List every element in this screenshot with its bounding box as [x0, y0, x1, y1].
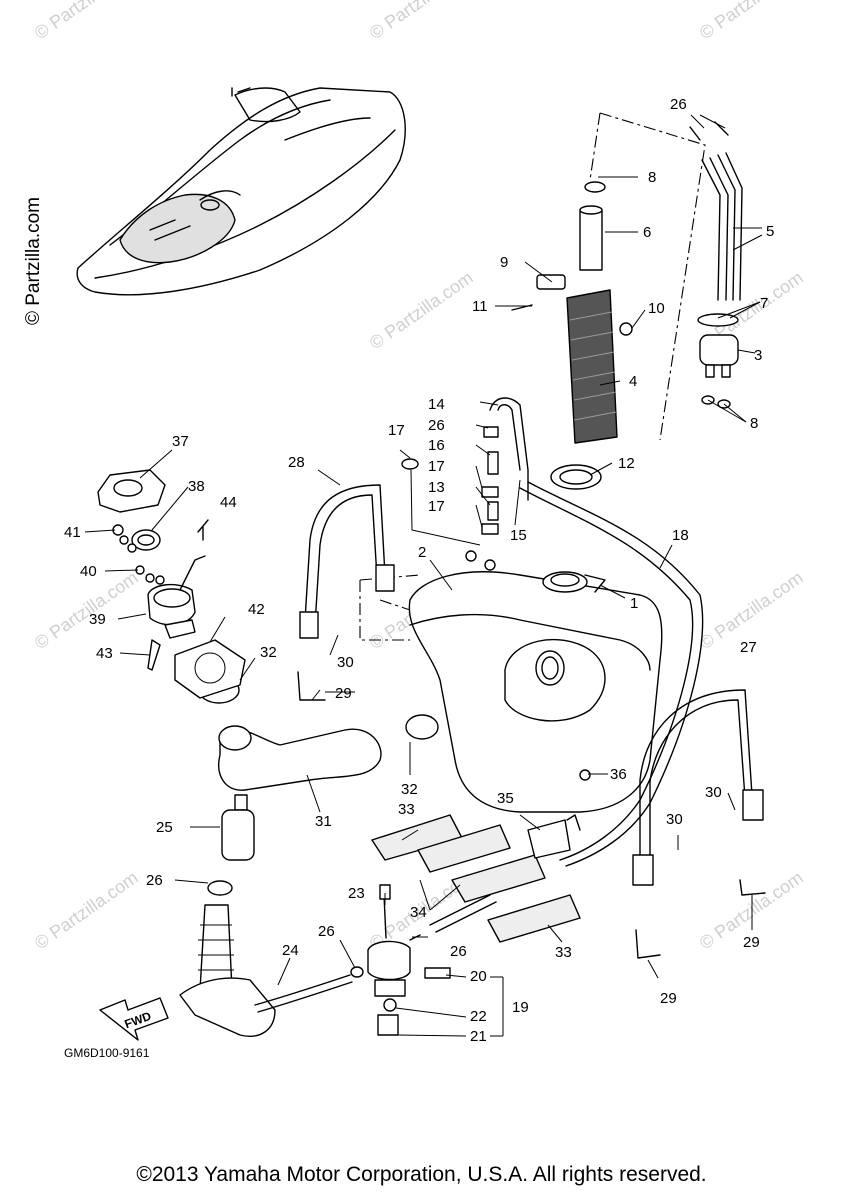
callout-35: 35 — [497, 790, 514, 807]
callout-29-c: 29 — [743, 934, 760, 951]
watermark-text: © Partzilla.com — [366, 0, 477, 43]
callout-44: 44 — [220, 494, 237, 511]
callout-17-b: 17 — [428, 458, 445, 475]
callout-24: 24 — [282, 942, 299, 959]
callout-40: 40 — [80, 563, 97, 580]
fuel-filter-assembly — [179, 794, 364, 1037]
callout-26-d: 26 — [318, 923, 335, 940]
pipe-assembly — [689, 121, 743, 409]
forward-direction-arrow: FWD — [99, 997, 169, 1041]
vent-fittings — [401, 397, 529, 571]
leader-lines — [84, 114, 763, 1037]
callout-1: 1 — [630, 595, 638, 612]
callout-12: 12 — [618, 455, 635, 472]
watermark-text: © Partzilla.com — [31, 0, 142, 43]
callout-42: 42 — [248, 601, 265, 618]
side-watermark: © Partzilla.com — [23, 196, 45, 326]
callout-4: 4 — [629, 373, 637, 390]
callout-6: 6 — [643, 224, 651, 241]
callout-28: 28 — [288, 454, 305, 471]
fuel-tank — [359, 571, 663, 813]
callout-18: 18 — [672, 527, 689, 544]
watermark-text: © Partzilla.com — [31, 567, 142, 653]
callout-23: 23 — [348, 885, 365, 902]
callout-8: 8 — [648, 169, 656, 186]
callout-36: 36 — [610, 766, 627, 783]
watermark-text: © Partzilla.com — [366, 267, 477, 353]
watermark-text: © Partzilla.com — [696, 0, 807, 43]
filler-hose-assembly — [511, 181, 633, 490]
callout-33: 33 — [398, 801, 415, 818]
callout-27: 27 — [740, 639, 757, 656]
callout-26: 26 — [670, 96, 687, 113]
callout-20: 20 — [470, 968, 487, 985]
callout-9: 9 — [500, 254, 508, 271]
callout-39: 39 — [89, 611, 106, 628]
bracket-right — [632, 689, 766, 959]
callout-17: 17 — [388, 422, 405, 439]
callout-26-e: 26 — [450, 943, 467, 960]
callout-38: 38 — [188, 478, 205, 495]
callout-7: 7 — [760, 295, 768, 312]
callout-30-c: 30 — [705, 784, 722, 801]
callout-37: 37 — [172, 433, 189, 450]
callout-43: 43 — [96, 645, 113, 662]
callout-19: 19 — [512, 999, 529, 1016]
tank-band — [519, 487, 694, 861]
callout-13: 13 — [428, 479, 445, 496]
callout-29: 29 — [335, 685, 352, 702]
callout-5: 5 — [766, 223, 774, 240]
watermark-text: © Partzilla.com — [31, 867, 142, 953]
callout-11: 11 — [472, 298, 488, 315]
callout-31: 31 — [315, 813, 332, 830]
callout-17-c: 17 — [428, 498, 445, 515]
callout-numbers: 1 2 3 4 5 6 7 8 8 9 10 11 12 13 14 15 16… — [64, 96, 774, 1045]
callout-33-b: 33 — [555, 944, 572, 961]
copyright-notice: ©2013 Yamaha Motor Corporation, U.S.A. A… — [136, 1163, 707, 1186]
watercraft-overview — [76, 87, 406, 296]
callout-26-c: 26 — [146, 872, 163, 889]
callout-2: 2 — [418, 544, 426, 561]
callout-21: 21 — [470, 1028, 487, 1045]
callout-15: 15 — [510, 527, 527, 544]
filler-neck-hose — [198, 676, 439, 791]
callout-34: 34 — [410, 904, 427, 921]
callout-30-b: 30 — [666, 811, 683, 828]
callout-30: 30 — [337, 654, 354, 671]
fuel-cock-assembly — [367, 884, 451, 1036]
callout-8-lower: 8 — [750, 415, 758, 432]
callout-22: 22 — [470, 1008, 487, 1025]
callout-10: 10 — [648, 300, 665, 317]
callout-14: 14 — [428, 396, 445, 413]
diagram-code: GM6D100-9161 — [64, 1046, 150, 1060]
callout-25: 25 — [156, 819, 173, 836]
callout-26-b: 26 — [428, 417, 445, 434]
bracket-left — [297, 484, 395, 701]
callout-41: 41 — [64, 524, 81, 541]
callout-16: 16 — [428, 437, 445, 454]
fuel-cap-assembly — [97, 469, 246, 699]
callout-29-b: 29 — [660, 990, 677, 1007]
callout-32-b: 32 — [401, 781, 418, 798]
callout-32: 32 — [260, 644, 277, 661]
callout-3: 3 — [754, 347, 762, 364]
